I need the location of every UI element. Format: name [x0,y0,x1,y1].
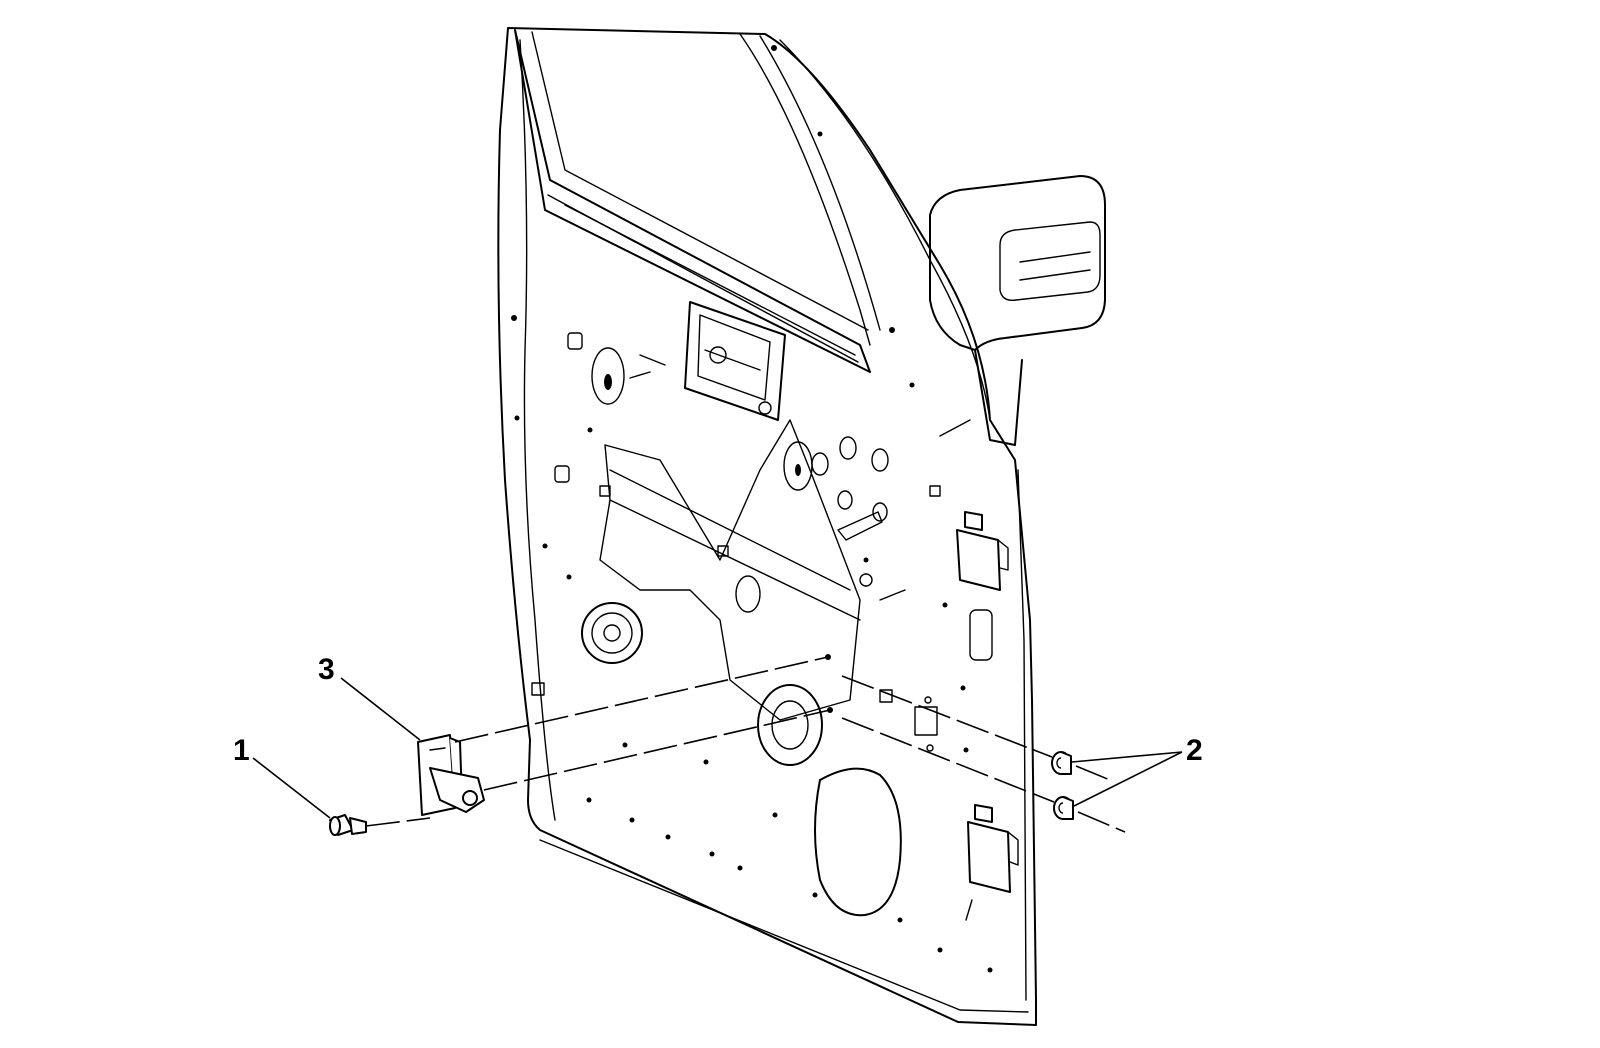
callout-leaders [252,677,1183,819]
outside-mirror [929,175,1106,446]
callout-3: 3 [318,653,335,686]
door-inner-panel [497,27,1037,1026]
nut-lower [1053,796,1074,820]
door-check-bracket [417,734,485,816]
callout-1: 1 [233,734,250,767]
assembly-lines [365,654,1126,833]
bolt [329,814,367,836]
nut-upper [1051,751,1072,775]
callout-2: 2 [1186,734,1203,767]
